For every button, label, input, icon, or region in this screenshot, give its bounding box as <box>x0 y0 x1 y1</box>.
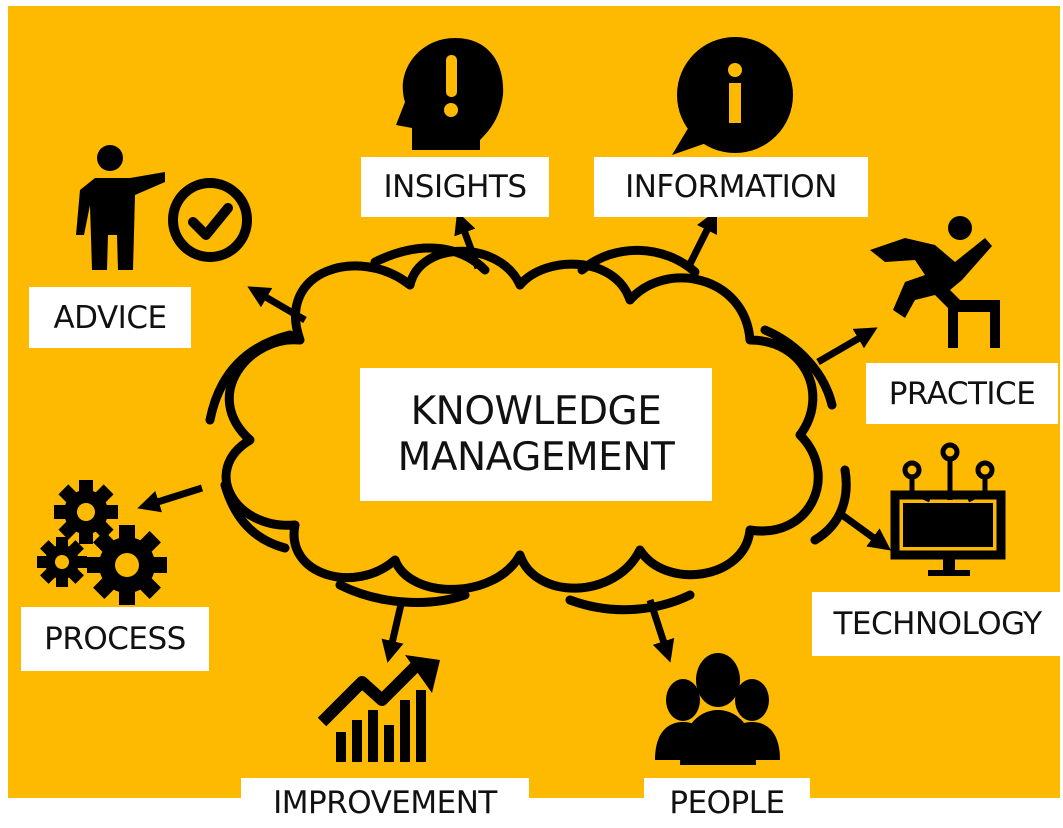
arrow-insights <box>454 211 482 270</box>
growth-chart-icon <box>317 655 440 762</box>
people-group-icon <box>655 653 780 765</box>
connector-arrows <box>137 209 892 663</box>
speech-info-icon <box>672 37 793 155</box>
arrow-advice <box>247 286 307 324</box>
label-insights: INSIGHTS <box>361 157 549 217</box>
arrow-information <box>684 209 718 270</box>
center-title-line-1: KNOWLEDGE <box>410 388 662 434</box>
label-people: PEOPLE <box>644 778 810 828</box>
arrow-process <box>137 484 204 513</box>
arrow-people <box>646 598 675 663</box>
label-practice: PRACTICE <box>866 363 1058 424</box>
label-technology: TECHNOLOGY <box>812 592 1063 656</box>
label-advice: ADVICE <box>29 287 191 348</box>
center-title: KNOWLEDGE MANAGEMENT <box>360 368 712 501</box>
center-title-line-2: MANAGEMENT <box>397 434 675 480</box>
hurdle-jumper-icon <box>870 216 1000 348</box>
label-process: PROCESS <box>21 607 209 671</box>
person-pointing-check-icon <box>76 145 252 270</box>
label-information: INFORMATION <box>594 157 868 217</box>
arrow-improvement <box>381 599 406 663</box>
label-improvement: IMPROVEMENT <box>241 778 529 828</box>
arrow-technology <box>835 509 892 551</box>
monitor-circuit-icon <box>890 442 1006 576</box>
head-exclamation-icon <box>396 38 504 150</box>
arrow-practice <box>816 327 878 366</box>
gears-icon <box>37 480 167 605</box>
